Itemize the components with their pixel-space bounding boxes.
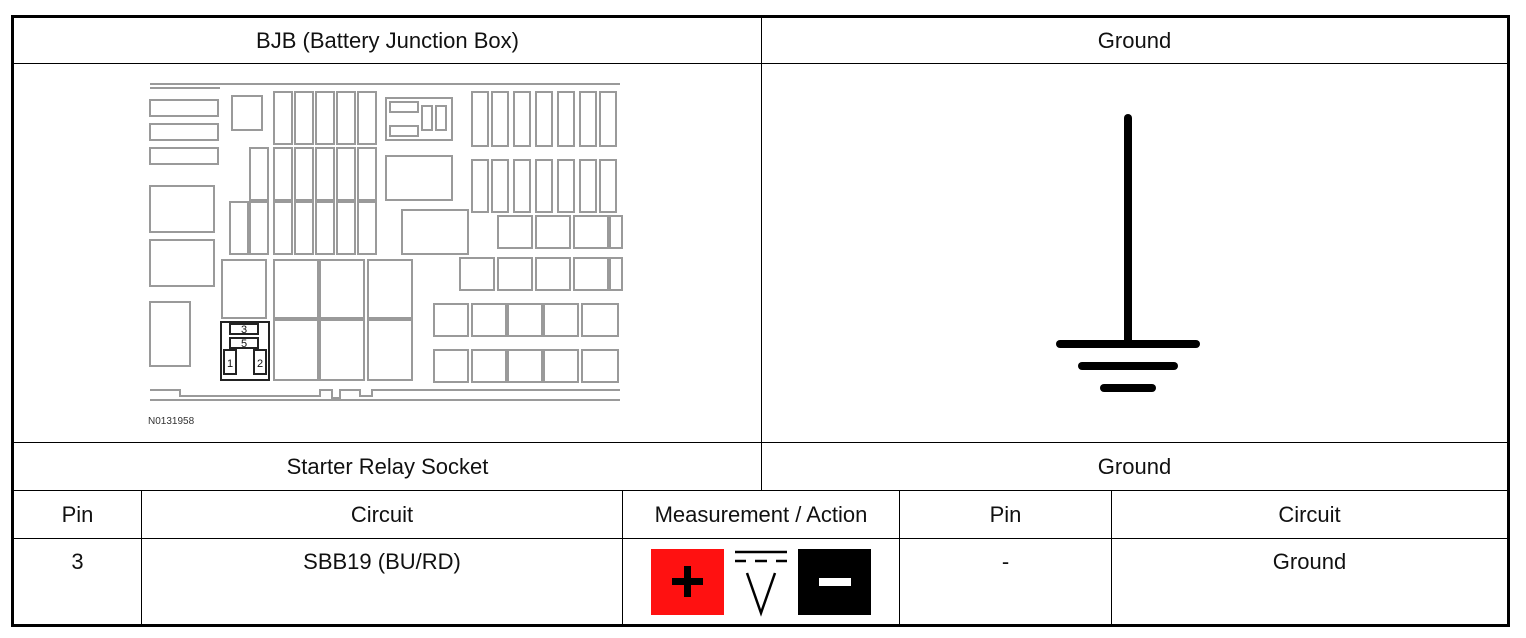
figure-code: N0131958 xyxy=(148,416,195,427)
column-header-circuit: Circuit xyxy=(142,491,622,538)
subheader-right-label: Ground xyxy=(1097,453,1172,479)
column-header-circuit-label: Circuit xyxy=(350,501,414,527)
header-bjb-label: BJB (Battery Junction Box) xyxy=(256,27,519,53)
relay-pin-3: 3 xyxy=(241,324,247,336)
subheader-starter-relay-socket: Starter Relay Socket xyxy=(14,443,761,490)
grid-line xyxy=(622,490,623,626)
column-header-circuit-2: Circuit xyxy=(1112,491,1507,538)
subheader-ground: Ground xyxy=(762,443,1507,490)
grid-line xyxy=(141,490,142,626)
grid-line xyxy=(12,490,1509,491)
ground-symbol xyxy=(1056,114,1200,392)
table-row-pin: 3 xyxy=(14,539,141,625)
row-pin-value: 3 xyxy=(71,549,84,574)
table-row-circuit: SBB19 (BU/RD) xyxy=(142,539,622,625)
header-ground: Ground xyxy=(762,18,1507,63)
row-circuit-2-value: Ground xyxy=(1272,549,1347,574)
column-header-pin: Pin xyxy=(14,491,141,538)
plus-probe-icon xyxy=(651,549,724,615)
table-row-pin-2: - xyxy=(900,539,1111,625)
row-circuit-value: SBB19 (BU/RD) xyxy=(303,549,461,574)
column-header-pin-label: Pin xyxy=(61,501,94,527)
grid-line xyxy=(761,16,762,490)
bjb-diagram: 3 5 1 2 N0131958 xyxy=(148,83,623,427)
grid-line xyxy=(12,63,1509,64)
header-bjb: BJB (Battery Junction Box) xyxy=(14,18,761,63)
minus-probe-icon xyxy=(798,549,871,615)
row-pin-2-value: - xyxy=(1001,549,1010,574)
column-header-measurement-label: Measurement / Action xyxy=(654,501,868,527)
column-header-pin-2: Pin xyxy=(900,491,1111,538)
grid-line xyxy=(1111,490,1112,626)
column-header-pin-2-label: Pin xyxy=(989,501,1022,527)
grid-line xyxy=(12,442,1509,443)
relay-pin-5: 5 xyxy=(241,338,247,350)
grid-line xyxy=(899,490,900,626)
column-header-measurement: Measurement / Action xyxy=(623,491,899,538)
relay-pin-1: 1 xyxy=(227,358,233,370)
header-ground-label: Ground xyxy=(1097,27,1172,53)
table-row-circuit-2: Ground xyxy=(1112,539,1507,625)
dc-voltage-icon xyxy=(735,550,787,617)
connector-table xyxy=(11,15,1510,627)
subheader-left-label: Starter Relay Socket xyxy=(286,453,489,479)
column-header-circuit-2-label: Circuit xyxy=(1278,501,1341,527)
grid-line xyxy=(12,538,1509,539)
measurement-action-icons xyxy=(623,539,899,625)
relay-pin-2: 2 xyxy=(257,358,263,370)
